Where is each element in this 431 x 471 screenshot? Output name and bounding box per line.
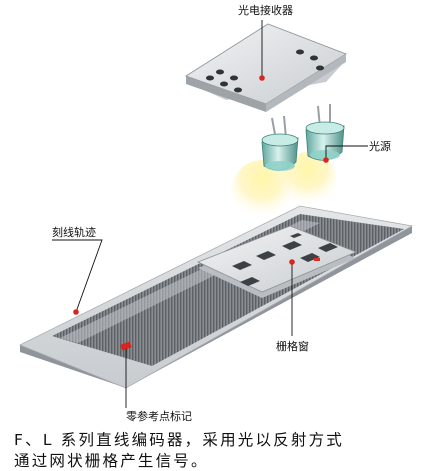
callouts: [52, 20, 368, 408]
grating-marker: [314, 258, 320, 261]
label-scale-track: 刻线轨迹: [52, 225, 96, 239]
caption-line-2: 通过网状栅格产生信号。: [14, 452, 209, 470]
caption-line-1: F、L 系列直线编码器，采用光以反射方式: [14, 431, 344, 449]
label-photoelectric-receiver: 光电接收器: [238, 3, 293, 17]
grating-windows: [232, 233, 338, 286]
grating-head: [196, 225, 358, 298]
led-left: [261, 115, 299, 171]
graduation-track: [52, 214, 404, 366]
light-sources: [232, 104, 345, 220]
label-light-source: 光源: [369, 139, 391, 153]
led-right: [305, 104, 345, 161]
light-beam-left: [232, 160, 292, 220]
callout-dots: [73, 75, 329, 349]
photoelectric-receiver: [185, 23, 347, 112]
label-grating-window: 栅格窗: [276, 339, 309, 353]
label-reference-mark: 零参考点标记: [126, 409, 192, 423]
receiver-holes: [206, 49, 324, 93]
